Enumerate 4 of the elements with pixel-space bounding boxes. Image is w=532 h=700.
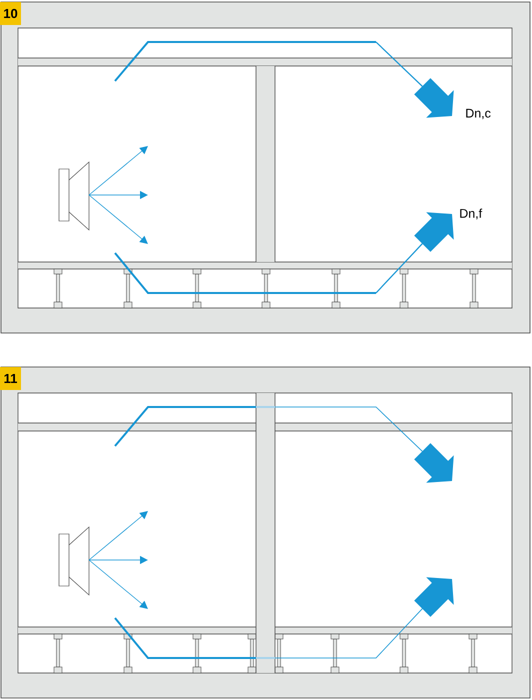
number-badge: 11 — [0, 367, 21, 390]
quantity-label: Dn,c — [466, 108, 491, 120]
quantity-label: Dn,f — [460, 208, 482, 220]
number-badge: 10 — [0, 2, 21, 25]
